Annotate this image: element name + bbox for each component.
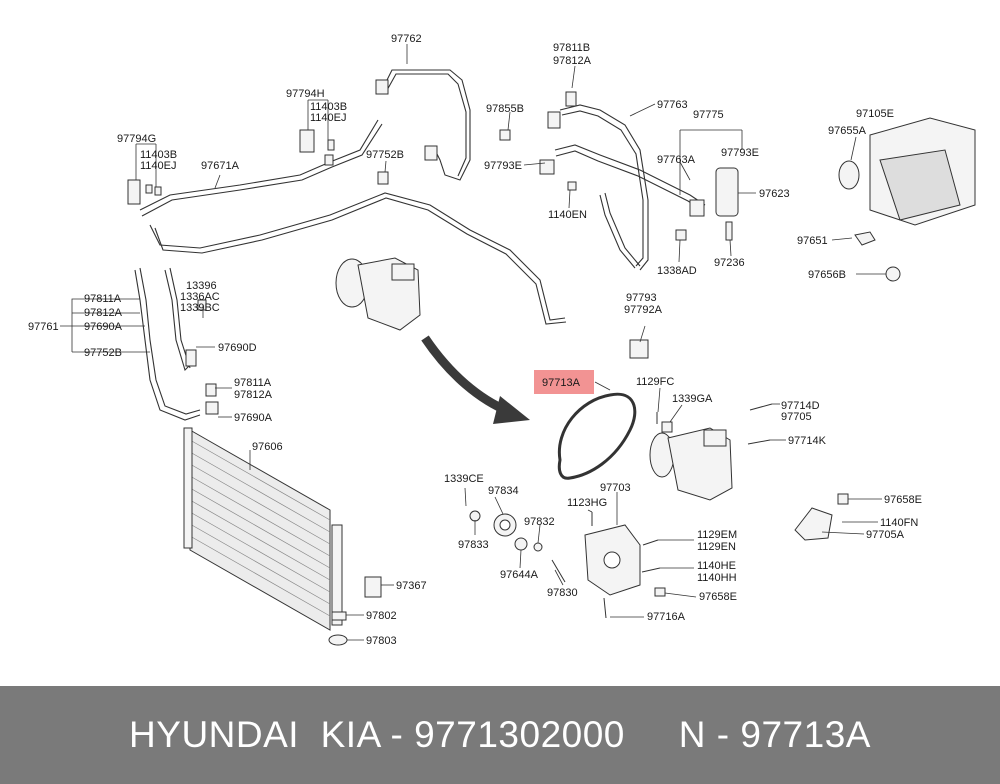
part-label[interactable]: 11403B — [140, 149, 177, 161]
part-label[interactable]: 1338AD — [657, 265, 697, 277]
part-label[interactable]: 97644A — [500, 569, 539, 581]
part-label[interactable]: 97763A — [657, 154, 696, 166]
part-label[interactable]: 1140HH — [697, 572, 737, 584]
part-label[interactable]: 97105E — [856, 108, 894, 120]
part-label[interactable]: 97606 — [252, 441, 283, 453]
part-label[interactable]: 97656B — [808, 269, 846, 281]
part-label[interactable]: 1339CE — [444, 473, 484, 485]
part-label[interactable]: 1140EJ — [310, 112, 347, 124]
part-label[interactable]: 1339BC — [180, 302, 220, 314]
part-label[interactable]: 97713A — [542, 377, 581, 389]
part-label[interactable]: 97658E — [884, 494, 922, 506]
part-label[interactable]: 97236 — [714, 257, 745, 269]
part-label[interactable]: 1140EN — [548, 209, 587, 221]
part-label[interactable]: 97792A — [624, 304, 663, 316]
part-label[interactable]: 97833 — [458, 539, 489, 551]
ac-system-exploded-diagram: 97762 97811B 97812A 97855B 97763 97775 9… — [28, 33, 976, 647]
part-label[interactable]: 97714K — [788, 435, 827, 447]
part-label[interactable]: 1129EM — [697, 529, 737, 541]
part-label[interactable]: 13396 — [186, 280, 217, 292]
part-highlight-box — [534, 370, 594, 394]
part-label[interactable]: 97716A — [647, 611, 686, 623]
part-label[interactable]: 97655A — [828, 125, 867, 137]
part-label[interactable]: 97367 — [396, 580, 427, 592]
part-label[interactable]: 97703 — [600, 482, 631, 494]
part-label[interactable]: 97812A — [234, 389, 273, 401]
condenser-icon — [183, 427, 343, 631]
compressor-lower-icon — [649, 427, 733, 501]
part-label[interactable]: 97793E — [484, 160, 522, 172]
part-label[interactable]: 1140HE — [697, 560, 736, 572]
part-label[interactable]: 97671A — [201, 160, 240, 172]
part-label[interactable]: 97752B — [84, 347, 122, 359]
part-number-footer: HYUNDAI KIA - 9771302000 N - 97713A — [0, 686, 1000, 784]
part-label[interactable]: 1129FC — [636, 376, 674, 388]
part-label[interactable]: 1123HG — [567, 497, 607, 509]
part-label[interactable]: 97830 — [547, 587, 578, 599]
part-label[interactable]: 97793 — [626, 292, 657, 304]
curved-arrow-icon — [421, 335, 530, 424]
part-label[interactable]: 97832 — [524, 516, 555, 528]
part-label[interactable]: 1140EJ — [140, 160, 177, 172]
part-label[interactable]: 97690D — [218, 342, 257, 354]
part-label[interactable]: 97811A — [84, 293, 122, 305]
part-label[interactable]: 97812A — [553, 55, 592, 67]
part-label[interactable]: 97762 — [391, 33, 422, 45]
part-label[interactable]: 97855B — [486, 103, 524, 115]
part-label[interactable]: 97793E — [721, 147, 759, 159]
part-label[interactable]: 1336AC — [180, 291, 220, 303]
part-label[interactable]: 97794H — [286, 88, 325, 100]
part-label[interactable]: 97752B — [366, 149, 404, 161]
part-label[interactable]: 97705A — [866, 529, 905, 541]
part-label[interactable]: 97714D — [781, 400, 820, 412]
part-label[interactable]: 97651 — [797, 235, 828, 247]
part-label[interactable]: 97761 — [28, 321, 59, 333]
compressor-upper-icon — [335, 257, 421, 331]
part-label[interactable]: 1140FN — [880, 517, 918, 529]
part-label[interactable]: 97705 — [781, 411, 812, 423]
part-label[interactable]: 97812A — [84, 307, 123, 319]
part-label[interactable]: 97763 — [657, 99, 688, 111]
pipe-lines — [134, 69, 706, 421]
leader-lines — [60, 44, 886, 641]
part-label[interactable]: 97794G — [117, 133, 156, 145]
drive-belt-icon — [557, 392, 637, 480]
part-label[interactable]: 97775 — [693, 109, 724, 121]
part-shapes — [127, 79, 976, 646]
part-label[interactable]: 97811B — [553, 42, 590, 54]
part-label[interactable]: 1339GA — [672, 393, 713, 405]
footer-part-number: HYUNDAI KIA - 9771302000 N - 97713A — [129, 714, 871, 755]
part-label[interactable]: 97623 — [759, 188, 790, 200]
part-labels: 97762 97811B 97812A 97855B 97763 97775 9… — [28, 33, 922, 647]
part-label[interactable]: 11403B — [310, 101, 347, 113]
part-label[interactable]: 97658E — [699, 591, 737, 603]
part-label[interactable]: 97803 — [366, 635, 397, 647]
part-label[interactable]: 97690A — [234, 412, 273, 424]
part-label[interactable]: 97690A — [84, 321, 123, 333]
part-label[interactable]: 97811A — [234, 377, 272, 389]
part-label[interactable]: 97834 — [488, 485, 519, 497]
part-label[interactable]: 1129EN — [697, 541, 736, 553]
part-label[interactable]: 97802 — [366, 610, 397, 622]
